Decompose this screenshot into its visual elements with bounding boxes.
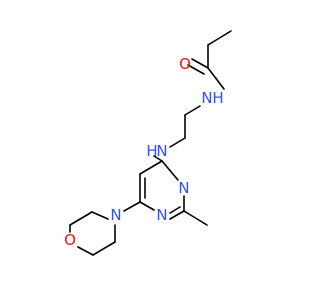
bond-amine-n-to-c4 [153, 155, 163, 162]
bond-carbonyl-double-a [191, 58, 209, 69]
atom-label-amide-nitrogen: N [201, 89, 212, 107]
bond-carbonyl-double-b [187, 64, 205, 75]
bond-amide-n-to-ch2 [184, 105, 201, 116]
atom-label-morpholine-nitrogen: N [110, 206, 121, 224]
atom-label-amide-hydrogen: H [212, 89, 223, 107]
atom-label-morpholine-oxygen: O [64, 231, 76, 249]
bond-carbonyl-to-amide-n [207, 67, 225, 90]
atom-label-amine-nitrogen: N [156, 142, 167, 160]
atom-label-pyrimidine-n1: N [156, 206, 167, 224]
bond-c6-morph-n [123, 201, 141, 212]
canvas-background [0, 0, 300, 300]
molecule-structure-diagram: O N H H N N N N O [0, 0, 300, 300]
bond-morph-o-cc [77, 246, 94, 256]
atom-label-pyrimidine-n3: N [178, 179, 189, 197]
bond-n1-c2 [169, 210, 185, 220]
bond-morph-n-ca [91, 211, 109, 220]
bond-n1-c2-inner [169, 206, 181, 214]
bond-morph-ca-cb [69, 211, 93, 226]
atom-label-amine-hydrogen: H [146, 142, 157, 160]
bond-ethyl-terminal [207, 30, 232, 46]
bond-c2-methyl [183, 210, 208, 226]
bond-morph-cc-cd [92, 241, 116, 256]
bond-ch2-to-amine-n [169, 137, 186, 148]
bond-c6-n1 [139, 201, 155, 211]
atom-label-carbonyl-oxygen: O [179, 55, 191, 73]
bond-c4-n3 [161, 160, 179, 181]
bond-c4-c5 [139, 160, 163, 175]
